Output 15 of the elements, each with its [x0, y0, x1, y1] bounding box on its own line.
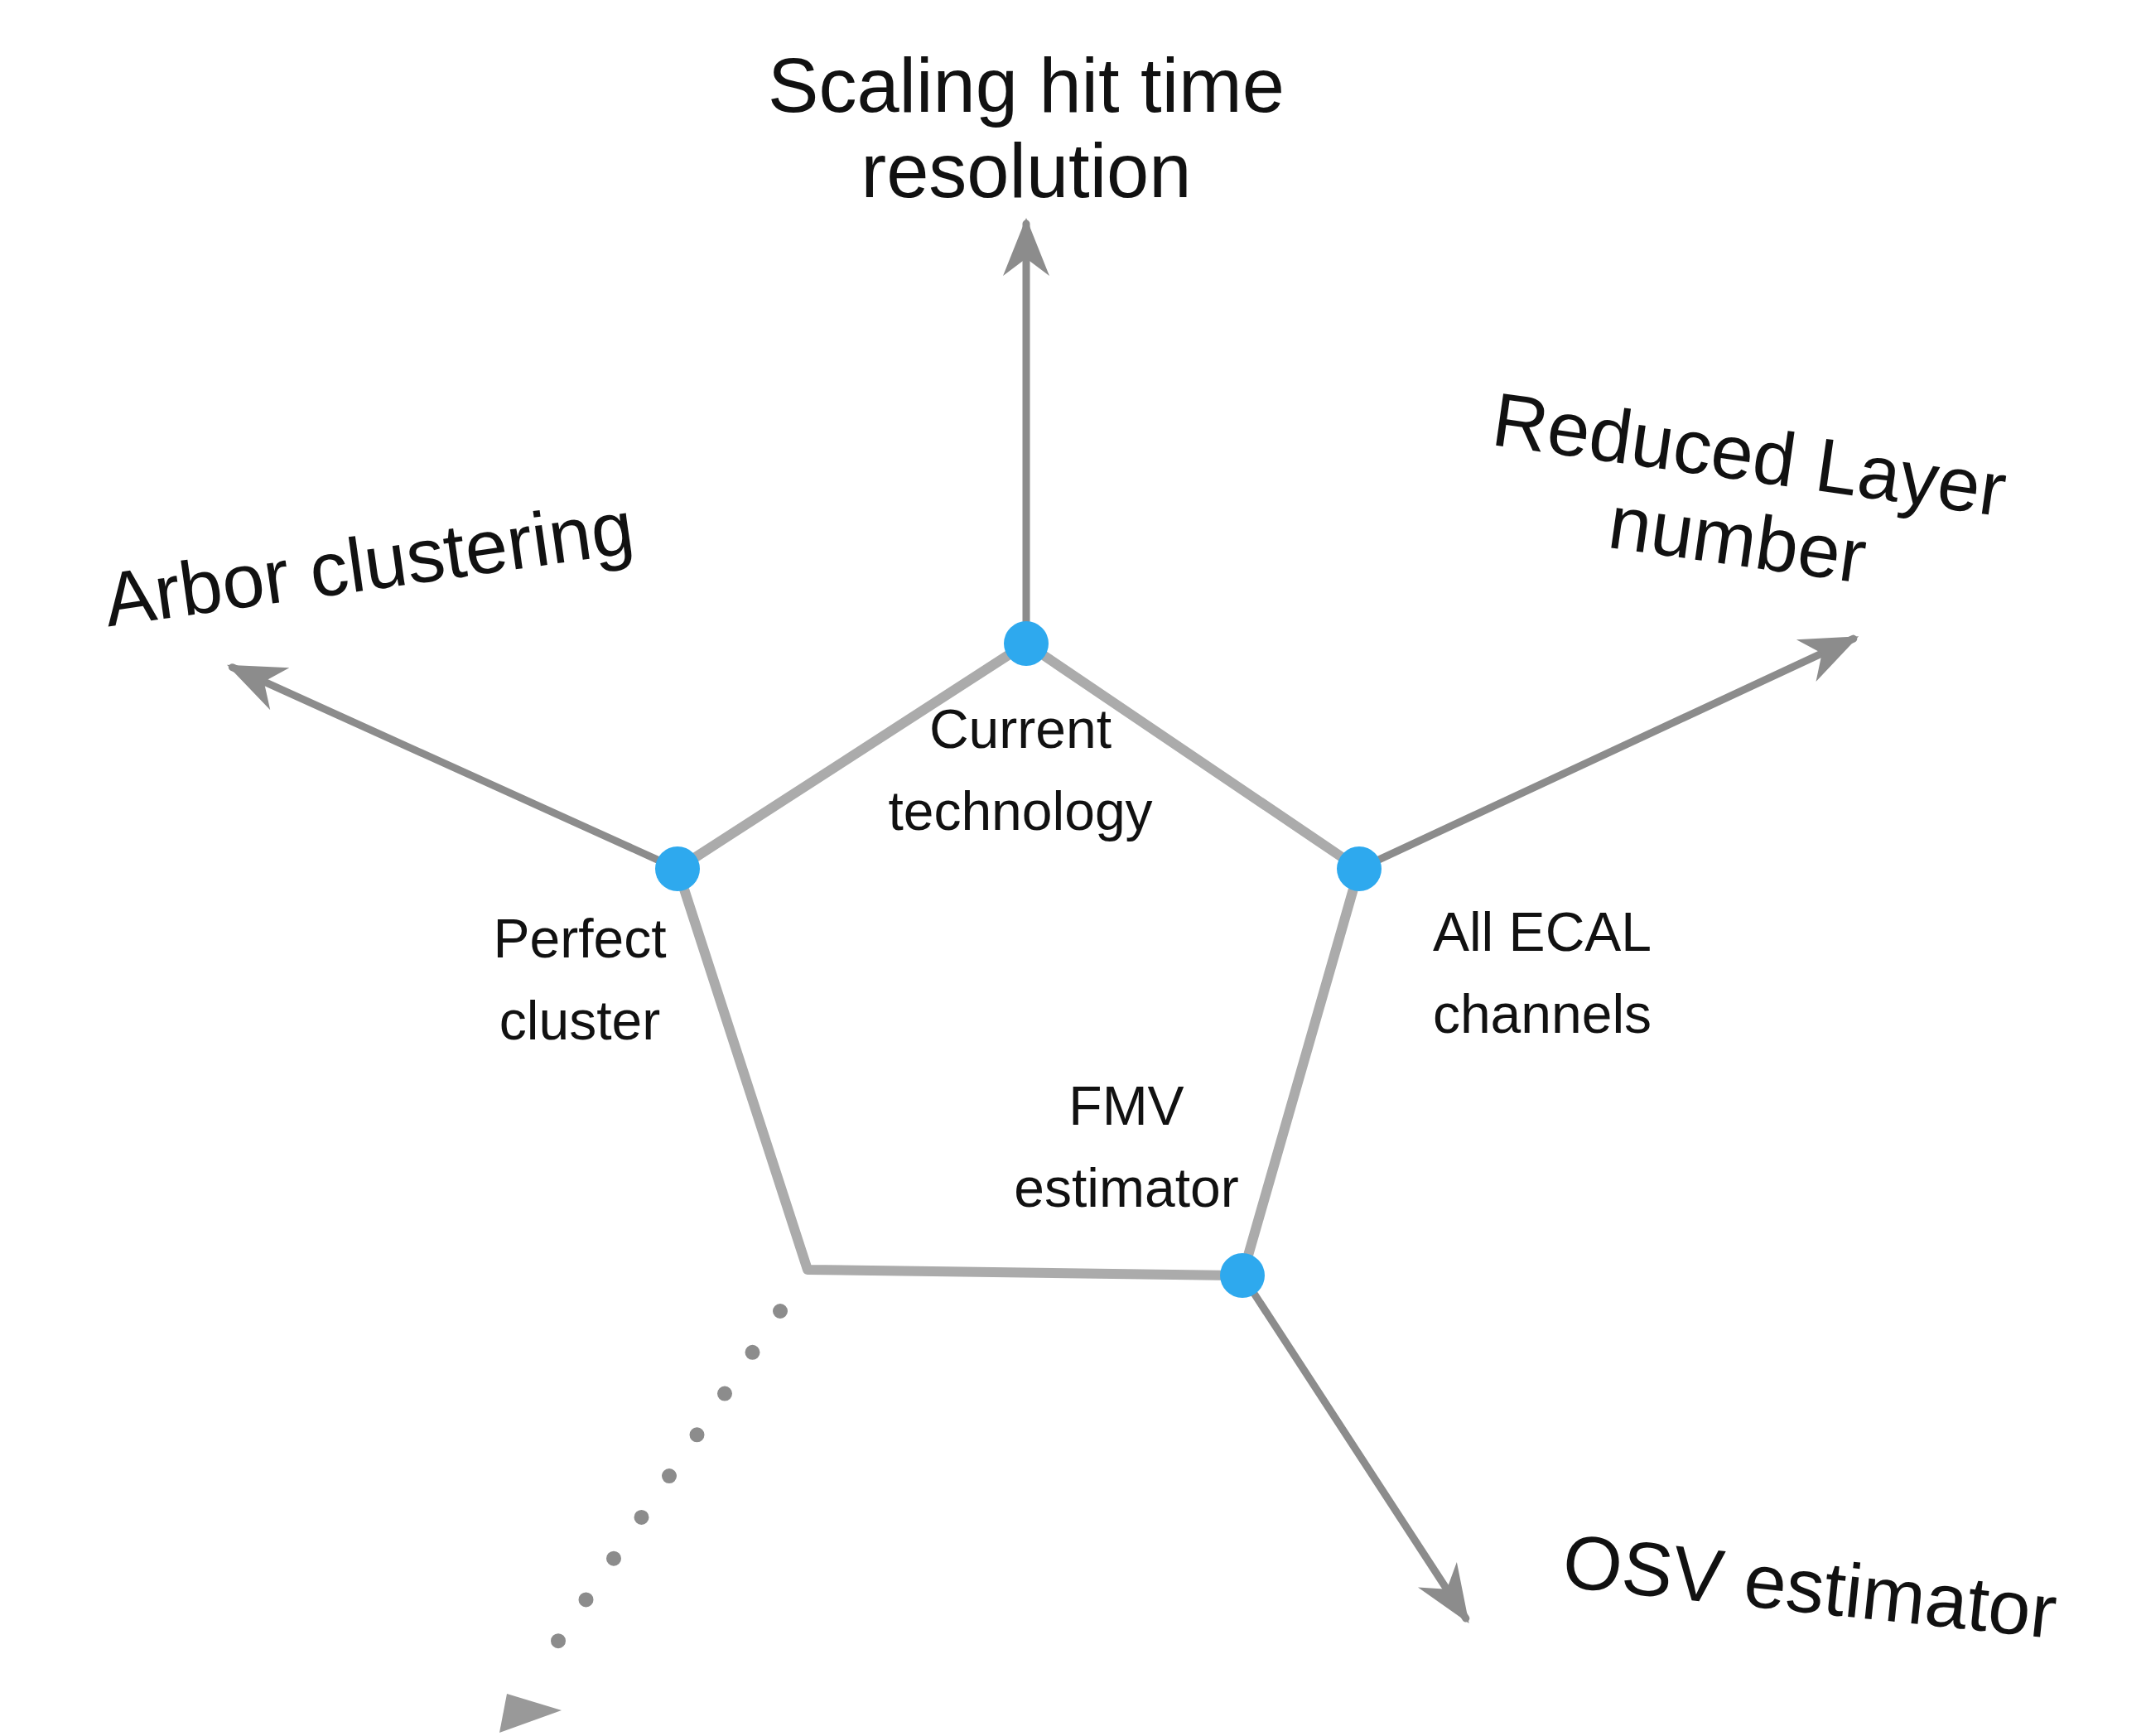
point-label: All ECAL channels: [1431, 900, 1653, 1046]
data-point-dot: [1337, 846, 1382, 891]
point-label: FMV estimator: [1013, 1074, 1240, 1220]
axis-label: Scaling hit time resolution: [670, 43, 1382, 215]
arrow: [1376, 634, 1859, 864]
point-label: Current technology: [887, 697, 1154, 843]
arrow: [1251, 1290, 1470, 1623]
axis-label: Arbor clustering: [0, 469, 744, 658]
arrow: [227, 663, 661, 864]
data-point-dot: [1220, 1253, 1265, 1298]
axis-label: Reduced Layer number: [1395, 364, 2092, 629]
data-point-dot: [655, 846, 700, 891]
data-point-dot: [1004, 621, 1049, 666]
point-label: Perfect cluster: [492, 907, 668, 1053]
axis-label: OSV estimator: [1475, 1508, 2144, 1664]
